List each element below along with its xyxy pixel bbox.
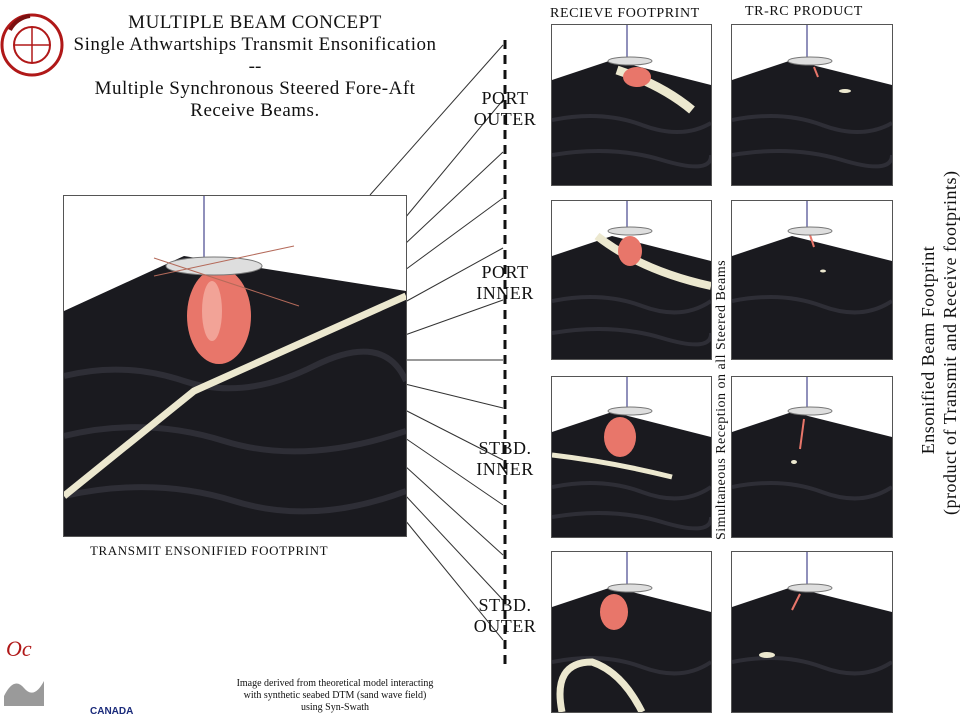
ocean-mapping-logo: Oc CANADA [4, 636, 204, 720]
beam-label-line: STBD. [478, 438, 532, 458]
receive-panel-stbd-inner [551, 376, 712, 538]
product-footprint-image [732, 201, 892, 359]
title-separator: -- [248, 56, 262, 77]
beam-label-stbd-outer: STBD. OUTER [460, 595, 550, 637]
receive-panel-port-outer [551, 24, 712, 186]
logo-wave-icon [4, 681, 44, 706]
receive-footprint-image [552, 377, 711, 537]
receive-footprint-image [552, 552, 711, 712]
beam-label-line: OUTER [473, 109, 537, 129]
beam-label-line: PORT [481, 88, 529, 108]
product-header: TR-RC PRODUCT [745, 4, 863, 19]
footnote-line-2: with synthetic seabed DTM (sand wave fie… [243, 690, 427, 701]
title-line-5: Receive Beams. [190, 100, 320, 121]
university-seal-logo [0, 0, 70, 90]
product-footprint-image [732, 552, 892, 712]
page-title: MULTIPLE BEAM CONCEPT Single Athwartship… [30, 12, 480, 122]
beam-label-line: PORT [481, 262, 529, 282]
beam-label-line: STBD. [478, 595, 532, 615]
transmit-footprint-caption: TRANSMIT ENSONIFIED FOOTPRINT [90, 543, 329, 558]
receive-footprint-image [552, 201, 711, 359]
product-panel-port-inner [731, 200, 893, 360]
product-panel-stbd-outer [731, 551, 893, 713]
beam-label-port-inner: PORT INNER [460, 262, 550, 304]
caption-line-2: (product of Transmit and Receive footpri… [940, 170, 960, 515]
beam-label-line: OUTER [473, 616, 537, 636]
simultaneous-reception-label: Simultaneous Reception on all Steered Be… [714, 259, 729, 540]
beam-label-line: INNER [476, 283, 534, 303]
receive-panel-port-inner [551, 200, 712, 360]
transmit-footprint-image [64, 196, 406, 536]
logo-text: Oc [6, 636, 32, 661]
title-line-1: MULTIPLE BEAM CONCEPT [128, 12, 382, 33]
ensonified-footprint-caption: Ensonified Beam Footprint (product of Tr… [917, 170, 960, 515]
title-line-4: Multiple Synchronous Steered Fore-Aft [94, 78, 416, 99]
beam-label-line: INNER [476, 459, 534, 479]
beam-label-port-outer: PORT OUTER [460, 88, 550, 130]
footnote-line-1: Image derived from theoretical model int… [236, 678, 434, 689]
receive-footprint-header: RECIEVE FOOTPRINT [550, 6, 700, 21]
product-footprint-image [732, 377, 892, 537]
product-footprint-image [732, 25, 892, 185]
transmit-footprint-panel [63, 195, 407, 537]
caption-line-1: Ensonified Beam Footprint [918, 245, 938, 455]
footnote-line-3: using Syn-Swath [300, 702, 370, 713]
receive-panel-stbd-outer [551, 551, 712, 713]
receive-footprint-image [552, 25, 711, 185]
product-panel-port-outer [731, 24, 893, 186]
beam-label-stbd-inner: STBD. INNER [460, 438, 550, 480]
product-panel-stbd-inner [731, 376, 893, 538]
footnote: Image derived from theoretical model int… [205, 678, 465, 714]
logo-canada-text: CANADA [90, 706, 134, 717]
title-line-2: Single Athwartships Transmit Ensonificat… [73, 34, 437, 55]
